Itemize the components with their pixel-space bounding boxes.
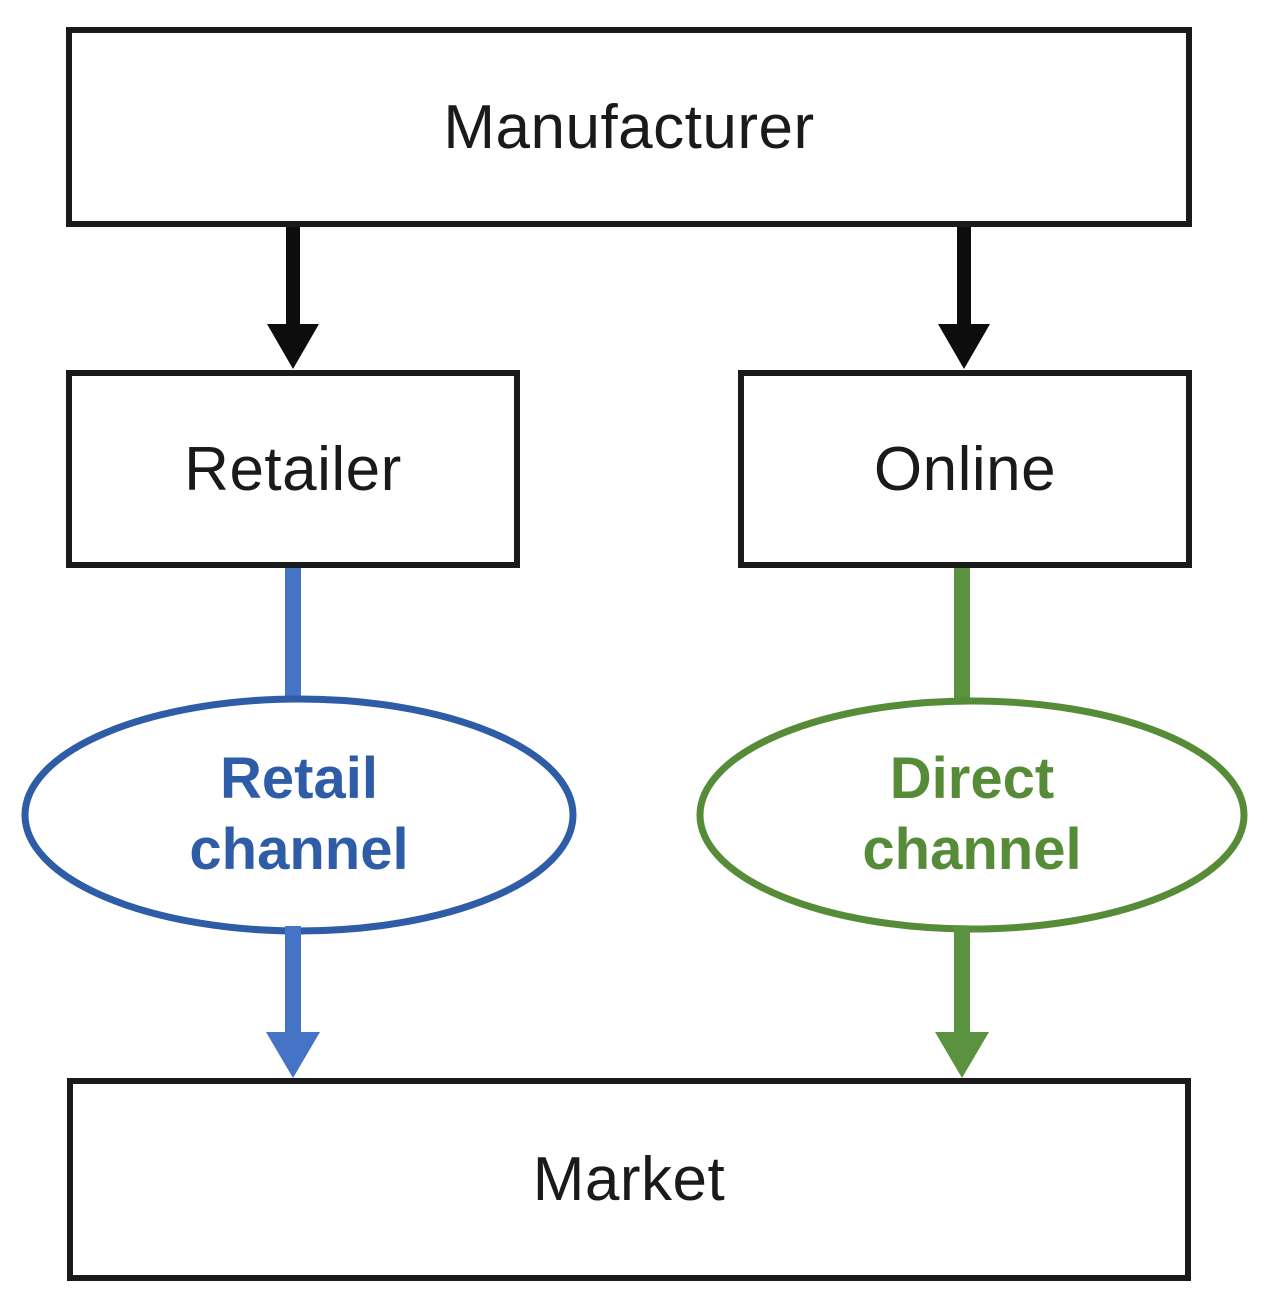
arrow-head-icon: [267, 324, 319, 369]
direct-channel-text: Direct channel: [862, 746, 1082, 882]
online-to-direct-channel-connector: [954, 565, 970, 705]
direct-channel-label: Direct channel: [812, 715, 1132, 915]
arrow-shaft: [286, 224, 300, 328]
manufacturer-to-online-arrow: [938, 224, 990, 369]
arrow-head-icon: [938, 324, 990, 369]
retail-channel-text: Retail channel: [189, 746, 409, 882]
retailer-to-retail-channel-connector: [285, 565, 301, 705]
arrow-head-icon: [935, 1032, 989, 1078]
market-label: Market: [532, 1145, 726, 1214]
direct-channel-to-market-arrow: [935, 926, 989, 1078]
retail-channel-to-market-arrow: [266, 926, 320, 1078]
arrow-shaft: [285, 926, 301, 1034]
arrow-shaft: [957, 224, 971, 328]
arrow-shaft: [954, 926, 970, 1034]
manufacturer-to-retailer-arrow: [267, 224, 319, 369]
market-box: Market: [67, 1078, 1191, 1281]
arrow-head-icon: [266, 1032, 320, 1078]
manufacturer-label: Manufacturer: [443, 92, 815, 162]
online-label: Online: [873, 434, 1057, 504]
direct-channel-ellipse: [696, 697, 1248, 933]
retailer-label: Retailer: [184, 434, 402, 504]
retail-channel-label: Retail channel: [139, 715, 459, 915]
online-box: Online: [738, 370, 1192, 568]
retailer-box: Retailer: [66, 370, 520, 568]
manufacturer-box: Manufacturer: [66, 27, 1192, 227]
